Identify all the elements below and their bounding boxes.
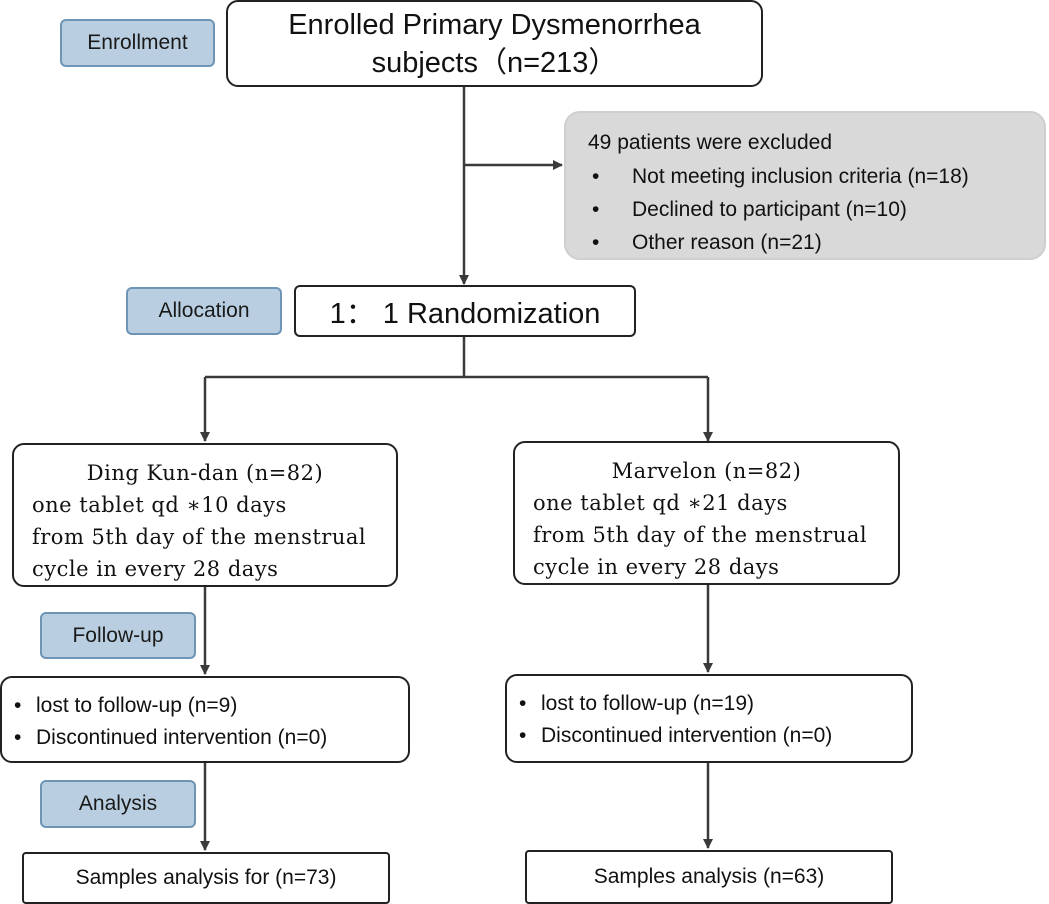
arm-regimen-line: one tablet qd ∗10 days	[32, 493, 287, 517]
followup-box-left: • lost to follow-up (n=9) • Discontinued…	[0, 676, 410, 763]
list-item: • Declined to participant (n=10)	[588, 193, 1044, 226]
list-item: • Discontinued intervention (n=0)	[14, 722, 408, 754]
list-item: • lost to follow-up (n=9)	[14, 690, 408, 722]
treatment-arm-ding-kun-dan: Ding Kun-dan (n=82) one tablet qd ∗10 da…	[12, 443, 398, 587]
followup-item: lost to follow-up (n=19)	[541, 692, 755, 715]
stage-label-analysis: Analysis	[40, 780, 196, 828]
treatment-arm-marvelon: Marvelon (n=82) one tablet qd ∗21 days f…	[513, 441, 900, 585]
excluded-header: 49 patients were excluded	[588, 131, 832, 154]
excluded-reason: Other reason (n=21)	[632, 231, 822, 254]
bullet-icon: •	[14, 694, 22, 717]
excluded-patients-box: 49 patients were excluded • Not meeting …	[564, 111, 1046, 260]
enrolled-subjects-box: Enrolled Primary Dysmenorrhea subjects（n…	[226, 0, 763, 87]
analysis-result-left: Samples analysis for (n=73)	[22, 852, 390, 904]
bullet-icon: •	[14, 726, 22, 749]
bullet-icon: •	[592, 231, 600, 254]
bullet-icon: •	[592, 198, 600, 221]
followup-box-right: • lost to follow-up (n=19) • Discontinue…	[505, 674, 913, 763]
arm-regimen-line: one tablet qd ∗21 days	[533, 491, 788, 515]
list-item: • lost to follow-up (n=19)	[519, 688, 911, 720]
arm-title: Ding Kun-dan (n=82)	[86, 461, 324, 485]
followup-item: Discontinued intervention (n=0)	[541, 724, 833, 747]
arm-title: Marvelon (n=82)	[611, 459, 802, 483]
arm-regimen-line: from 5th day of the menstrual	[533, 523, 868, 547]
followup-item: lost to follow-up (n=9)	[36, 694, 238, 717]
enrolled-title-line2: subjects（n=213）	[371, 46, 618, 79]
stage-label-enrollment: Enrollment	[60, 19, 215, 67]
stage-label-allocation: Allocation	[126, 287, 282, 335]
list-item: • Not meeting inclusion criteria (n=18)	[588, 160, 1044, 193]
enrolled-title-line1: Enrolled Primary Dysmenorrhea	[288, 8, 701, 41]
randomization-box: 1： 1 Randomization	[294, 285, 636, 337]
arm-regimen-line: cycle in every 28 days	[533, 555, 780, 579]
bullet-icon: •	[592, 165, 600, 188]
followup-item: Discontinued intervention (n=0)	[36, 726, 328, 749]
excluded-reason: Declined to participant (n=10)	[632, 198, 907, 221]
analysis-result-right: Samples analysis (n=63)	[525, 850, 893, 904]
list-item: • Other reason (n=21)	[588, 226, 1044, 259]
excluded-reason: Not meeting inclusion criteria (n=18)	[632, 165, 969, 188]
list-item: • Discontinued intervention (n=0)	[519, 720, 911, 752]
bullet-icon: •	[519, 692, 527, 715]
excluded-reasons-list: • Not meeting inclusion criteria (n=18) …	[588, 160, 1044, 259]
bullet-icon: •	[519, 724, 527, 747]
arm-regimen-line: from 5th day of the menstrual	[32, 525, 367, 549]
arm-regimen-line: cycle in every 28 days	[32, 557, 279, 581]
stage-label-followup: Follow-up	[40, 612, 196, 659]
